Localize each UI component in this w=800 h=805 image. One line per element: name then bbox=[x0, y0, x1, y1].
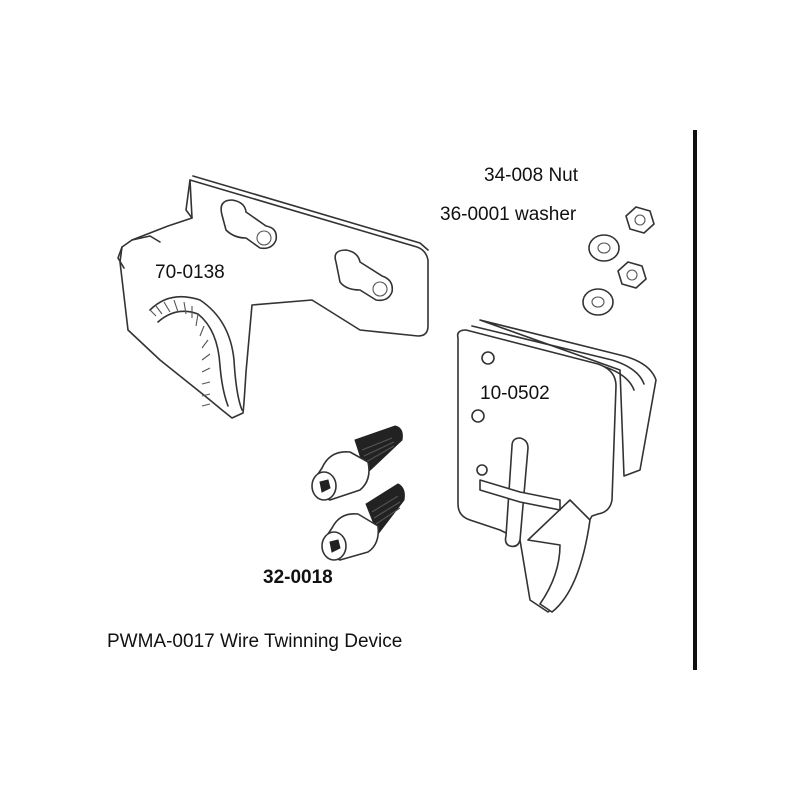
washer-2 bbox=[582, 288, 614, 316]
screw-2 bbox=[321, 483, 405, 561]
plate-part bbox=[456, 319, 657, 613]
screw-1 bbox=[311, 425, 403, 501]
bracket-part bbox=[117, 175, 429, 419]
nut-2 bbox=[617, 261, 647, 289]
nut-1 bbox=[625, 206, 655, 234]
bracket-label: 70-0138 bbox=[155, 262, 225, 283]
plate-label: 10-0502 bbox=[480, 383, 550, 404]
washer-1 bbox=[588, 234, 620, 262]
nut-label: 34-008 Nut bbox=[484, 165, 579, 186]
washer-label: 36-0001 washer bbox=[440, 204, 577, 225]
right-border-bar bbox=[693, 130, 697, 670]
diagram-caption: PWMA-0017 Wire Twinning Device bbox=[107, 631, 403, 652]
screw-label: 32-0018 bbox=[263, 567, 333, 588]
